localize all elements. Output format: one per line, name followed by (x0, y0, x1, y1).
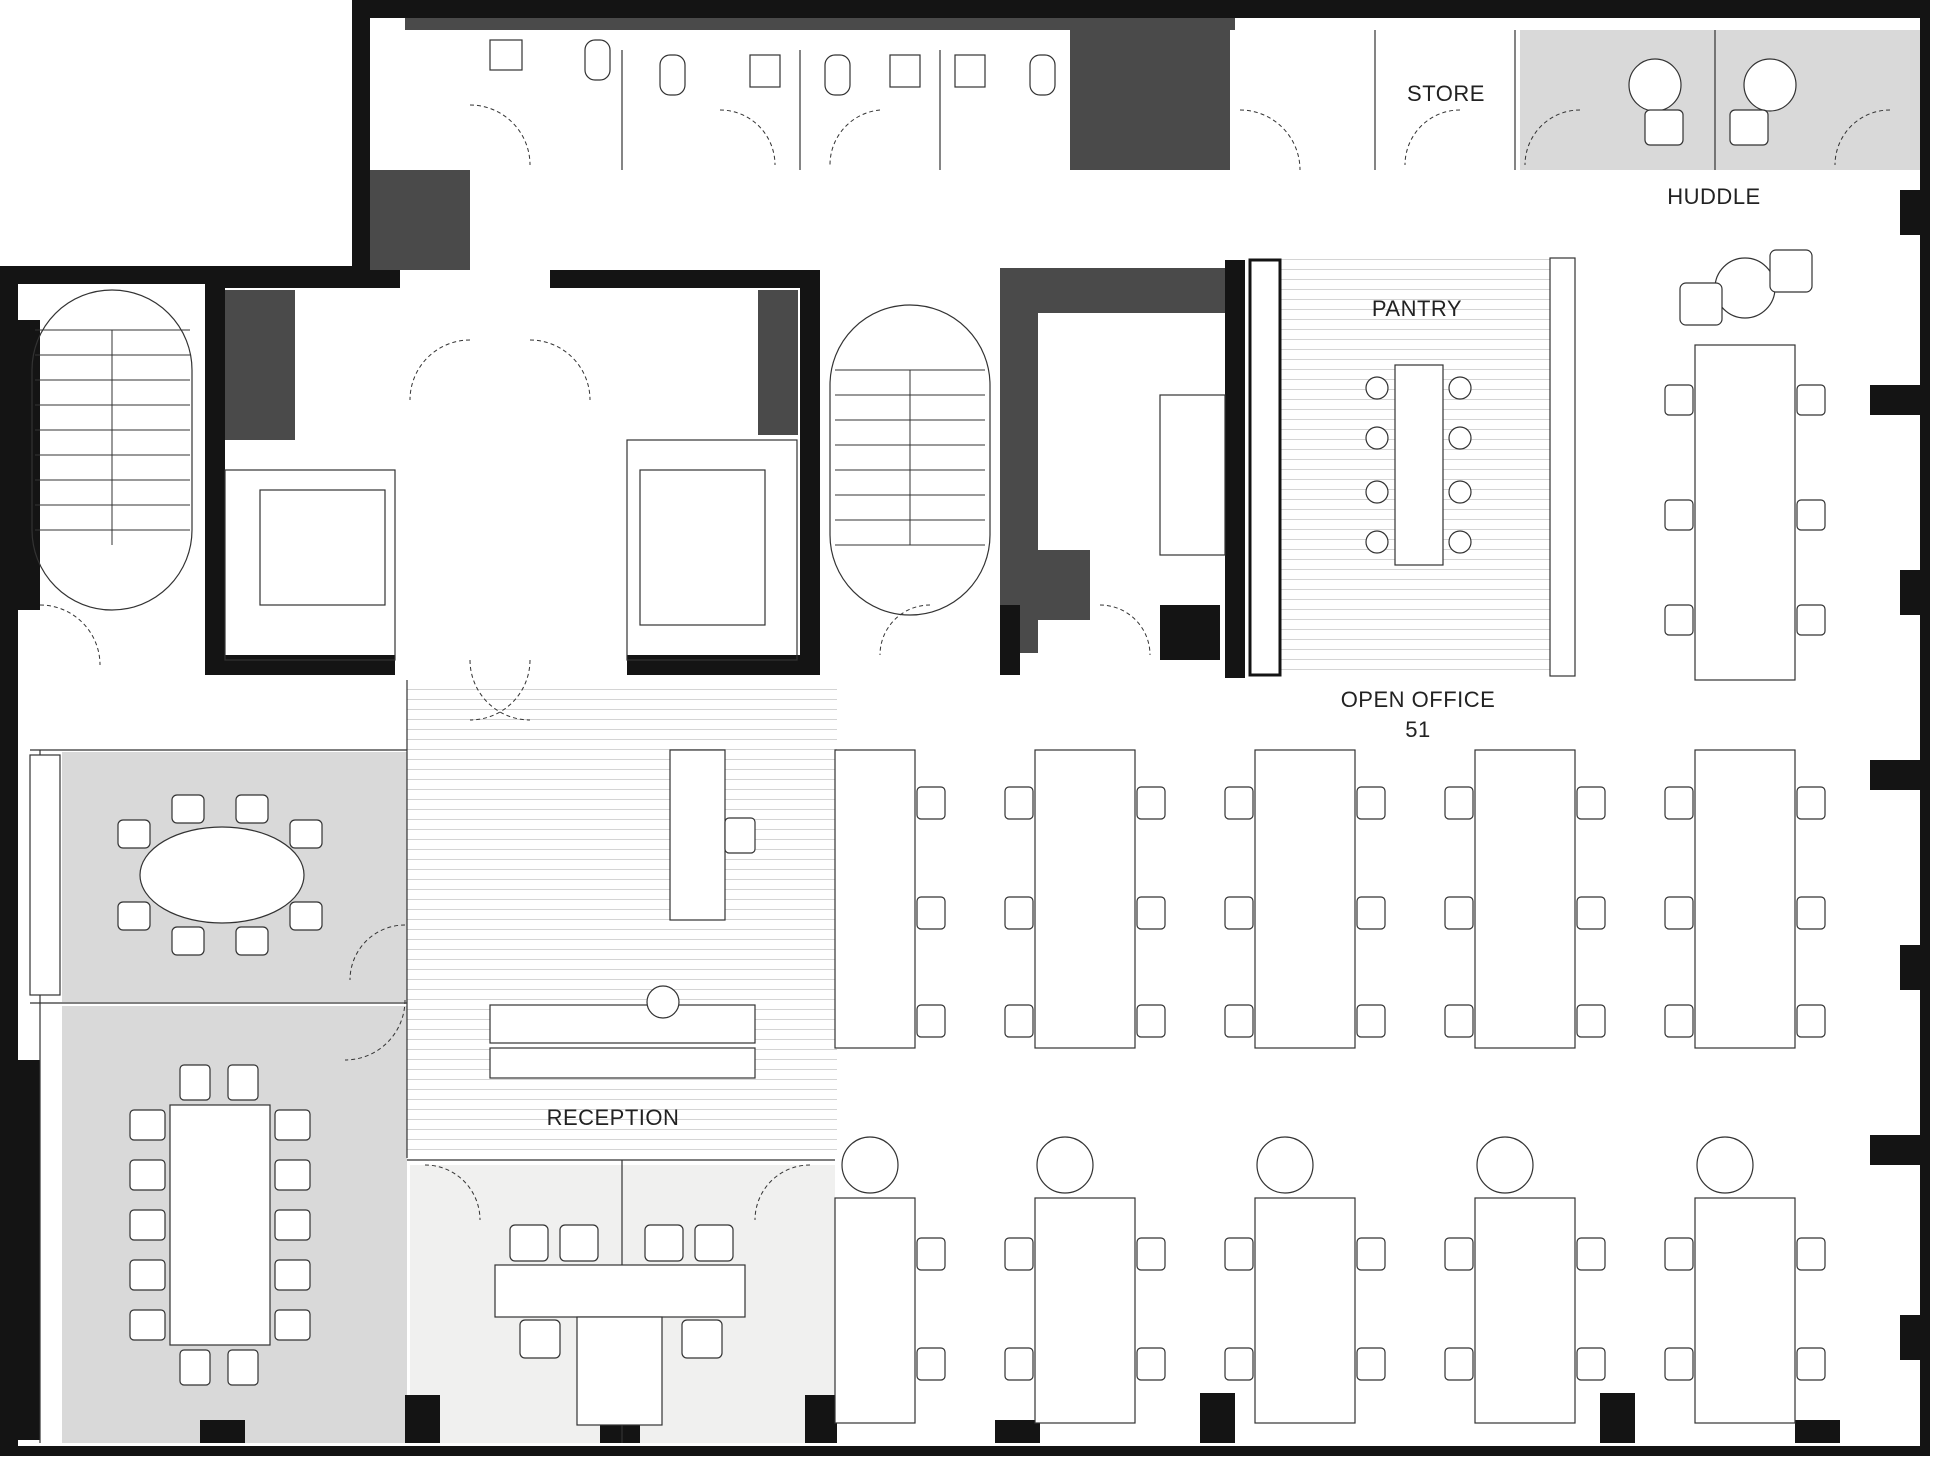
huddle-label: HUDDLE (1667, 184, 1760, 209)
interior-walls (18, 190, 1920, 1443)
building-core (225, 18, 1240, 653)
lift-left (224, 469, 396, 661)
lift-right (626, 439, 798, 661)
huddle-room (1520, 30, 1920, 170)
reception-desk (489, 749, 756, 1079)
private-office-desks (494, 1224, 746, 1426)
washroom-fixtures (489, 39, 1056, 96)
boardroom-table (129, 1064, 311, 1386)
huddle-furniture (1628, 58, 1813, 326)
reception-floor (407, 688, 837, 1158)
door-swings (39, 104, 1891, 1221)
open-office-desks (834, 344, 1796, 1424)
pantry-fixtures (1159, 257, 1576, 677)
open-office-count: 51 (1405, 717, 1430, 742)
open-office-label: OPEN OFFICE (1341, 687, 1496, 712)
stair-right (829, 304, 991, 616)
oval-meeting-table (117, 794, 323, 956)
store-label: STORE (1407, 81, 1485, 106)
reception-label: RECEPTION (547, 1105, 680, 1130)
open-office-chairs (841, 384, 1826, 1381)
partitions (29, 30, 1716, 1443)
pantry-label: PANTRY (1372, 296, 1462, 321)
stair-left (31, 289, 193, 611)
